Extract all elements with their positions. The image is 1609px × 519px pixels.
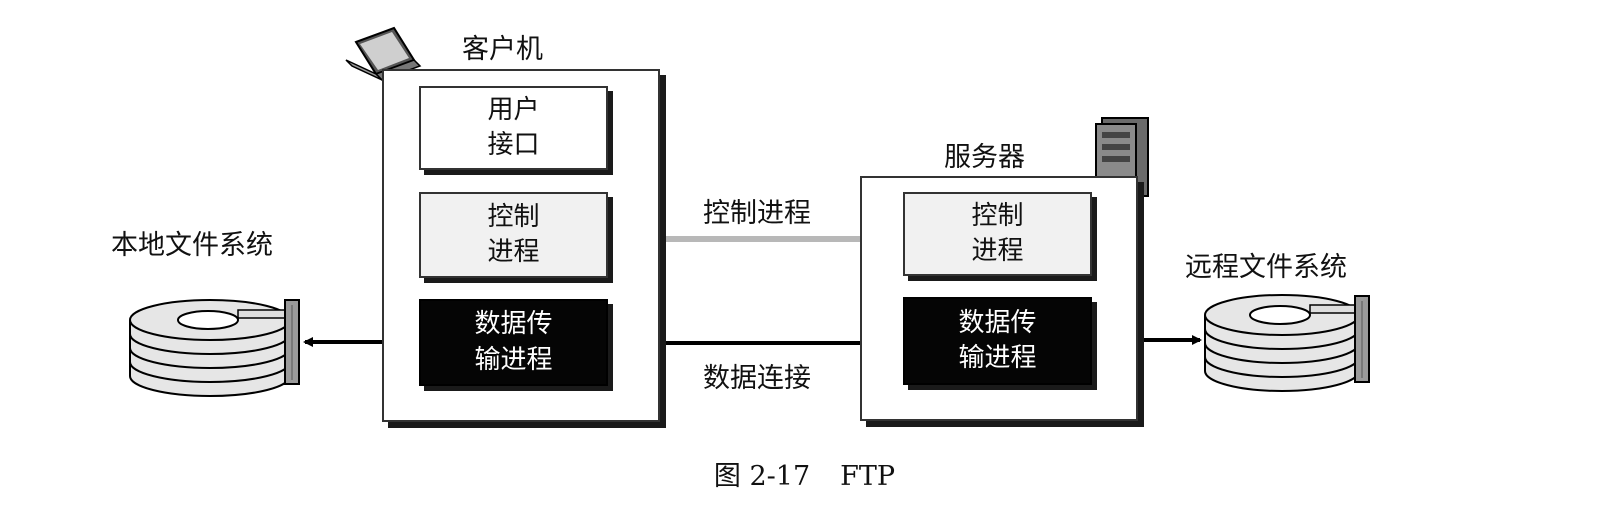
data-connection-label: 数据连接 [703, 363, 811, 394]
control-connection-label: 控制进程 [703, 198, 811, 229]
local-disk-stack-icon [129, 299, 300, 397]
figure-caption: 图 2-17 FTP [0, 454, 1609, 493]
client-data-process: 数据传 输进程 [419, 299, 608, 386]
remote-disk-stack-icon [1204, 294, 1370, 392]
laptop-icon [345, 26, 422, 81]
server-data-process: 数据传 输进程 [903, 297, 1092, 385]
client-control-process: 控制 进程 [419, 192, 608, 278]
figure-number: 图 2-17 [713, 461, 811, 492]
server-title: 服务器 [944, 142, 1025, 173]
client-user-interface: 用户 接口 [419, 86, 608, 170]
client-title: 客户机 [462, 34, 543, 65]
server-control-process: 控制 进程 [903, 192, 1092, 276]
local-fs-label: 本地文件系统 [111, 230, 273, 261]
remote-fs-label: 远程文件系统 [1185, 252, 1347, 283]
figure-title: FTP [840, 461, 896, 492]
